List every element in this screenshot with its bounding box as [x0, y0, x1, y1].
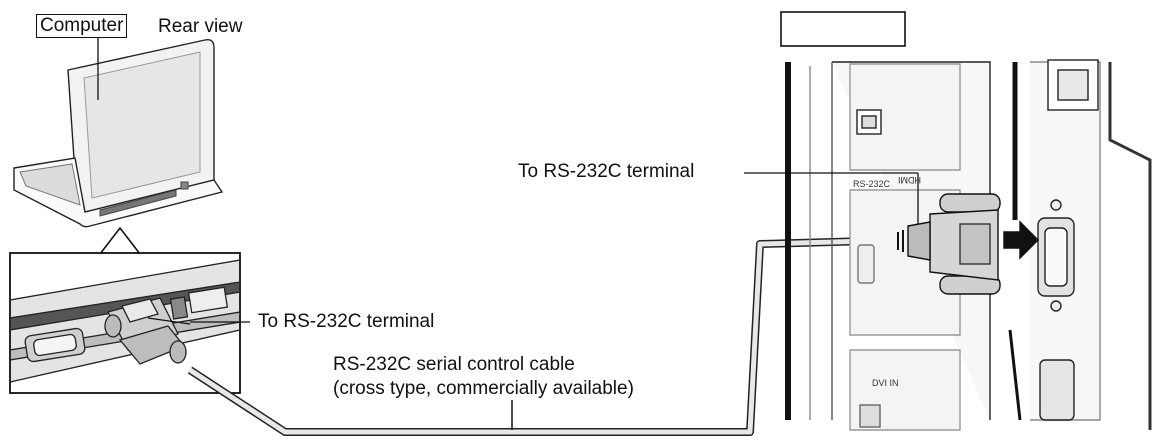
panel-label-hdmi: HDMI	[898, 175, 921, 185]
monitor-terminal-label: To RS-232C terminal	[518, 161, 695, 182]
panel-label-dvi: DVI IN	[872, 378, 899, 388]
pc-terminal-label: To RS-232C terminal	[258, 311, 435, 332]
panel-label-rs232c: RS-232C	[853, 179, 891, 189]
rear-view-label: Rear view	[158, 16, 243, 37]
cable-label-line1: RS-232C serial control cable	[333, 354, 575, 375]
computer-label: Computer	[36, 14, 128, 38]
cable-label-line2: (cross type, commercially available)	[333, 378, 634, 399]
serial-cable	[187, 236, 906, 436]
monitor-rear-panel	[744, 11, 1152, 431]
port-closeup-inset	[9, 252, 250, 394]
model-box	[780, 11, 906, 47]
laptop-illustration	[13, 35, 224, 255]
